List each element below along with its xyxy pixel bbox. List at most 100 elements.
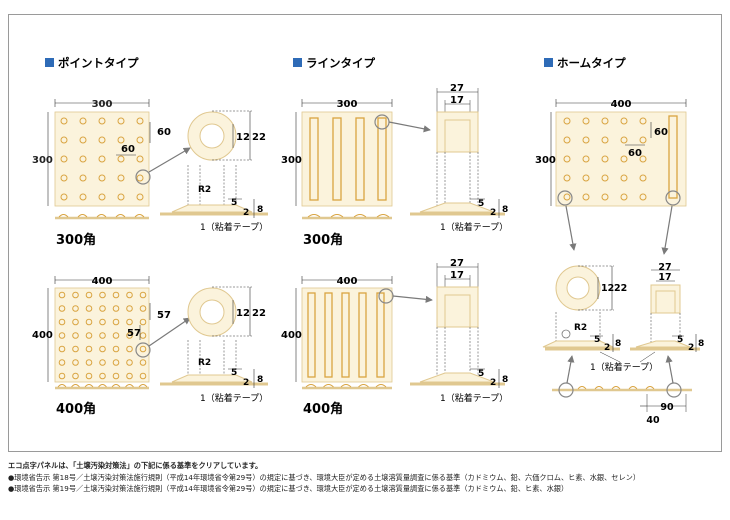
tactile-dot [639, 136, 647, 144]
home-bar-detail: 27 17 5 2 8 [630, 262, 704, 353]
radius-label: R2 [574, 323, 587, 333]
home-height-label: 300 [535, 155, 556, 166]
detail-callout-circle [558, 382, 574, 398]
home-guide-bar [668, 115, 678, 199]
detail-callout-circle [135, 169, 151, 185]
tactile-dot [601, 193, 609, 201]
profile-bump [115, 214, 126, 218]
tactile-dot [58, 359, 66, 366]
line-400-detail: 27 17 5 2 8 1（粘着テープ） [410, 258, 508, 404]
tactile-dot [79, 193, 87, 201]
radius-label: R2 [198, 358, 211, 368]
tactile-dot [79, 117, 87, 125]
width-90-label: 90 [660, 402, 674, 413]
tactile-dot [117, 117, 125, 125]
point-400-section: 400角 [55, 384, 149, 417]
tactile-dot [582, 155, 590, 163]
tactile-dot [620, 155, 628, 163]
point-400-tile [54, 287, 150, 383]
tactile-dot [85, 372, 93, 380]
tactile-dot [563, 174, 571, 182]
tactile-dot [72, 332, 79, 339]
tactile-dot [58, 318, 66, 326]
width-27-label: 27 [658, 262, 671, 273]
tactile-dot [60, 174, 68, 182]
point-400-detail: 12 22 R2 5 2 8 1（粘着テープ） [160, 286, 268, 404]
tactile-dot [79, 155, 87, 163]
tactile-dot [117, 155, 125, 163]
height-8-label: 8 [257, 205, 263, 215]
tactile-dot [620, 174, 628, 182]
tactile-dot [58, 332, 66, 339]
callout-arrow [661, 205, 673, 255]
tactile-dot [582, 193, 590, 201]
callout-arrow [665, 355, 674, 384]
tactile-dot [72, 372, 79, 380]
profile-bump [628, 386, 638, 390]
home-tape-label-group: 1（粘着テープ） [590, 351, 658, 373]
tactile-dot [112, 332, 120, 339]
tactile-dot [85, 318, 93, 326]
line-400-width-label: 400 [337, 276, 358, 287]
height-8-label: 8 [257, 375, 263, 385]
line-400-plan: 400 400 400角 [281, 276, 433, 417]
tactile-dot [60, 136, 68, 144]
tactile-dot [139, 291, 147, 299]
bar-section-profile [419, 202, 495, 213]
profile-bump [57, 384, 67, 388]
line-300-size-label: 300角 [303, 232, 343, 248]
tactile-dot [639, 174, 647, 182]
tactile-dot [139, 318, 147, 326]
tactile-dot [136, 117, 144, 125]
profile-bump [71, 384, 80, 388]
radius-label: R2 [198, 185, 211, 195]
tactile-dot [563, 155, 571, 163]
profile-bump [98, 384, 107, 388]
height-2-label: 2 [243, 378, 249, 388]
square-bullet-icon [293, 58, 302, 67]
tactile-dot [601, 136, 609, 144]
profile-bump [611, 386, 621, 390]
point-300-section: 300角 [55, 214, 149, 248]
tactile-dot [582, 174, 590, 182]
width-40-label: 40 [646, 415, 660, 426]
tactile-dot [601, 155, 609, 163]
tactile-dot [126, 305, 133, 312]
tactile-dot [139, 345, 147, 353]
tactile-dot [563, 117, 571, 125]
point-300-pitch-v-label: 60 [121, 144, 135, 155]
profile-bump [330, 214, 344, 218]
height-2-label: 2 [490, 208, 496, 218]
tactile-dot [582, 117, 590, 125]
tactile-dot [639, 155, 647, 163]
callout-arrow [388, 121, 431, 133]
notes-heading-text: エコ点字パネルは、「土壌汚染対策法」の下記に係る基準をクリアしています。 [8, 461, 263, 470]
tactile-dot [60, 117, 68, 125]
tactile-dot [85, 359, 93, 366]
bump-profile [57, 384, 148, 388]
tactile-dot [136, 155, 144, 163]
tactile-dot [563, 136, 571, 144]
point-300-detail: 12 22 R2 5 2 8 1（粘着テープ） [160, 110, 268, 233]
tape-label: 1（粘着テープ） [200, 392, 268, 404]
home-pitch-v-label: 60 [628, 148, 642, 159]
tape-label: 1（粘着テープ） [440, 221, 508, 233]
height-8-label: 8 [615, 339, 621, 349]
height-2-label: 2 [490, 378, 496, 388]
line-300-height-label: 300 [281, 155, 302, 166]
home-dots [563, 117, 647, 201]
profile-bump [376, 214, 390, 218]
point-300-size-label: 300角 [56, 232, 96, 248]
height-2-label: 2 [243, 208, 249, 218]
section-title-point: ポイントタイプ [45, 56, 139, 70]
callout-arrow [148, 147, 191, 173]
notes-line-1: ●環境省告示 第18号／土壌汚染対策法施行規則（平成14年環境省令第29号）の規… [8, 473, 641, 482]
tape-label: 1（粘着テープ） [200, 221, 268, 233]
height-5-label: 5 [677, 335, 683, 345]
profile-bump [111, 384, 121, 388]
tactile-dot [99, 305, 106, 312]
tactile-dot [99, 332, 106, 339]
tactile-dot [601, 117, 609, 125]
tactile-dot [126, 291, 133, 299]
